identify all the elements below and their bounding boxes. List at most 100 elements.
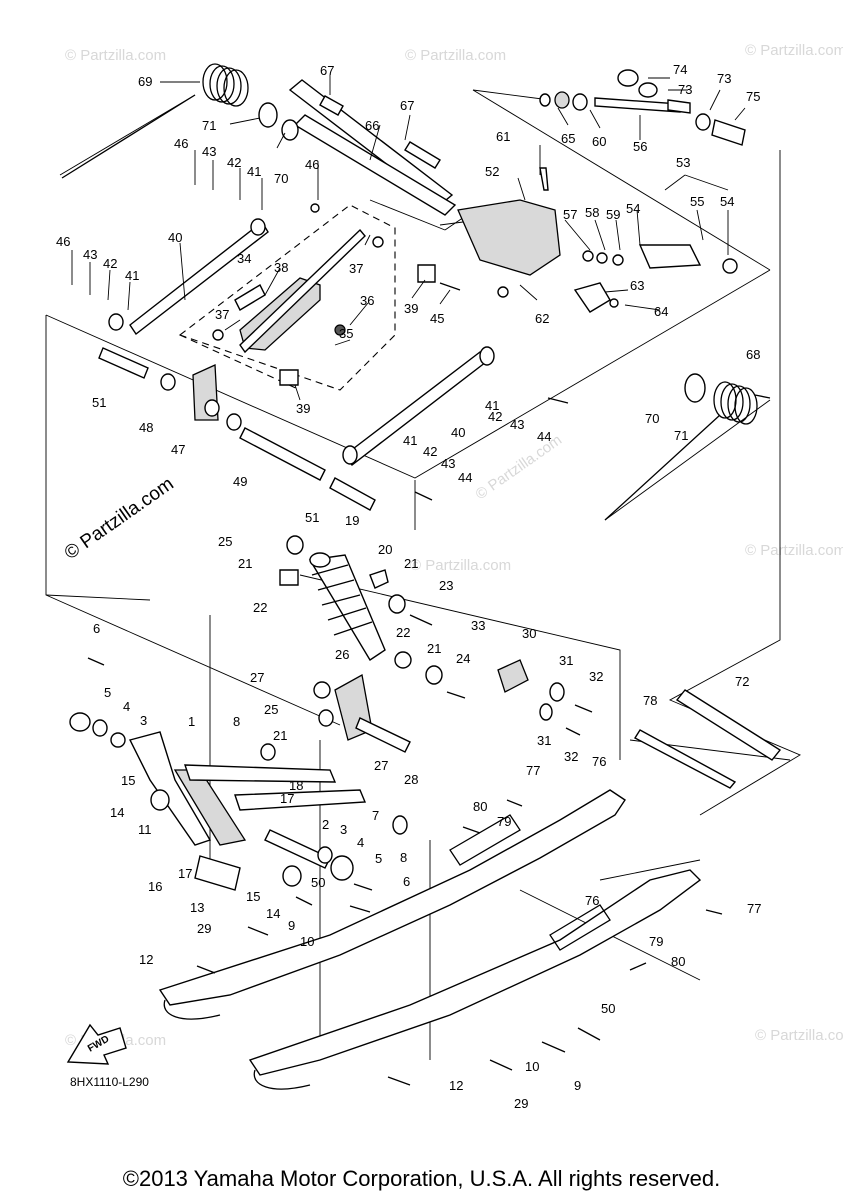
- callout-37: 37: [349, 261, 363, 276]
- callout-31: 31: [559, 653, 573, 668]
- callout-7: 7: [372, 808, 379, 823]
- callout-14: 14: [266, 906, 280, 921]
- callout-54: 54: [720, 194, 734, 209]
- callout-61: 61: [496, 129, 510, 144]
- callout-18: 18: [289, 778, 303, 793]
- callout-65: 65: [561, 131, 575, 146]
- callout-28: 28: [404, 772, 418, 787]
- callout-51: 51: [92, 395, 106, 410]
- callout-6: 6: [93, 621, 100, 636]
- callout-19: 19: [345, 513, 359, 528]
- callout-80: 80: [473, 799, 487, 814]
- callout-4: 4: [123, 699, 130, 714]
- callout-20: 20: [378, 542, 392, 557]
- callout-27: 27: [250, 670, 264, 685]
- watermark: © Partzilla.com: [745, 542, 843, 559]
- callout-6: 6: [403, 874, 410, 889]
- torsion-spring-left: [61, 63, 278, 179]
- callout-70: 70: [274, 171, 288, 186]
- callout-76: 76: [585, 893, 599, 908]
- callout-42: 42: [423, 444, 437, 459]
- callout-57: 57: [563, 207, 577, 222]
- callout-40: 40: [168, 230, 182, 245]
- callout-14: 14: [110, 805, 124, 820]
- callout-40: 40: [451, 425, 465, 440]
- callout-29: 29: [197, 921, 211, 936]
- callout-66: 66: [365, 118, 379, 133]
- cylinder-assembly: [212, 203, 384, 354]
- callout-53: 53: [676, 155, 690, 170]
- callout-51: 51: [305, 510, 319, 525]
- callout-67: 67: [400, 98, 414, 113]
- callout-15: 15: [246, 889, 260, 904]
- callout-60: 60: [592, 134, 606, 149]
- callout-8: 8: [400, 850, 407, 865]
- callout-35: 35: [339, 326, 353, 341]
- callout-72: 72: [735, 674, 749, 689]
- callout-42: 42: [227, 155, 241, 170]
- callout-17: 17: [280, 791, 294, 806]
- callout-41: 41: [247, 164, 261, 179]
- callout-73: 73: [717, 71, 731, 86]
- callout-21: 21: [238, 556, 252, 571]
- callout-44: 44: [537, 429, 551, 444]
- callout-2: 2: [322, 817, 329, 832]
- callout-36: 36: [360, 293, 374, 308]
- callout-49: 49: [233, 474, 247, 489]
- callout-26: 26: [335, 647, 349, 662]
- callout-10: 10: [525, 1059, 539, 1074]
- callout-43: 43: [510, 417, 524, 432]
- callout-27: 27: [374, 758, 388, 773]
- callout-67: 67: [320, 63, 334, 78]
- callout-64: 64: [654, 304, 668, 319]
- callout-79: 79: [649, 934, 663, 949]
- callout-4: 4: [357, 835, 364, 850]
- callout-16: 16: [148, 879, 162, 894]
- callout-31: 31: [537, 733, 551, 748]
- callout-32: 32: [564, 749, 578, 764]
- callout-79: 79: [497, 814, 511, 829]
- callout-63: 63: [630, 278, 644, 293]
- watermark: © Partzilla.com: [755, 1027, 843, 1044]
- callout-32: 32: [589, 669, 603, 684]
- callout-68: 68: [746, 347, 760, 362]
- callout-43: 43: [202, 144, 216, 159]
- callout-38: 38: [274, 260, 288, 275]
- callout-62: 62: [535, 311, 549, 326]
- callout-29: 29: [514, 1096, 528, 1111]
- callout-39: 39: [296, 401, 310, 416]
- callout-43: 43: [441, 456, 455, 471]
- callout-58: 58: [585, 205, 599, 220]
- bolts: [87, 282, 723, 1086]
- callout-3: 3: [340, 822, 347, 837]
- callout-50: 50: [311, 875, 325, 890]
- callout-3: 3: [140, 713, 147, 728]
- callout-71: 71: [674, 428, 688, 443]
- callout-56: 56: [633, 139, 647, 154]
- callout-21: 21: [404, 556, 418, 571]
- callout-33: 33: [471, 618, 485, 633]
- callout-69: 69: [138, 74, 152, 89]
- callout-74: 74: [673, 62, 687, 77]
- watermark: © Partzilla.com: [410, 557, 511, 574]
- callout-9: 9: [574, 1078, 581, 1093]
- callout-59: 59: [606, 207, 620, 222]
- callout-10: 10: [300, 934, 314, 949]
- callout-23: 23: [439, 578, 453, 593]
- callout-43: 43: [83, 247, 97, 262]
- callout-labels: 1233445566788991010111212131414151516171…: [56, 62, 761, 1111]
- callout-75: 75: [746, 89, 760, 104]
- callout-42: 42: [103, 256, 117, 271]
- callout-15: 15: [121, 773, 135, 788]
- callout-11: 11: [138, 822, 152, 837]
- callout-39: 39: [404, 301, 418, 316]
- slide-rails: [158, 789, 702, 1090]
- callout-77: 77: [526, 763, 540, 778]
- callout-42: 42: [488, 409, 502, 424]
- callout-54: 54: [626, 201, 640, 216]
- callout-52: 52: [485, 164, 499, 179]
- callout-17: 17: [178, 866, 192, 881]
- callout-37: 37: [215, 307, 229, 322]
- callout-24: 24: [456, 651, 470, 666]
- callout-25: 25: [264, 702, 278, 717]
